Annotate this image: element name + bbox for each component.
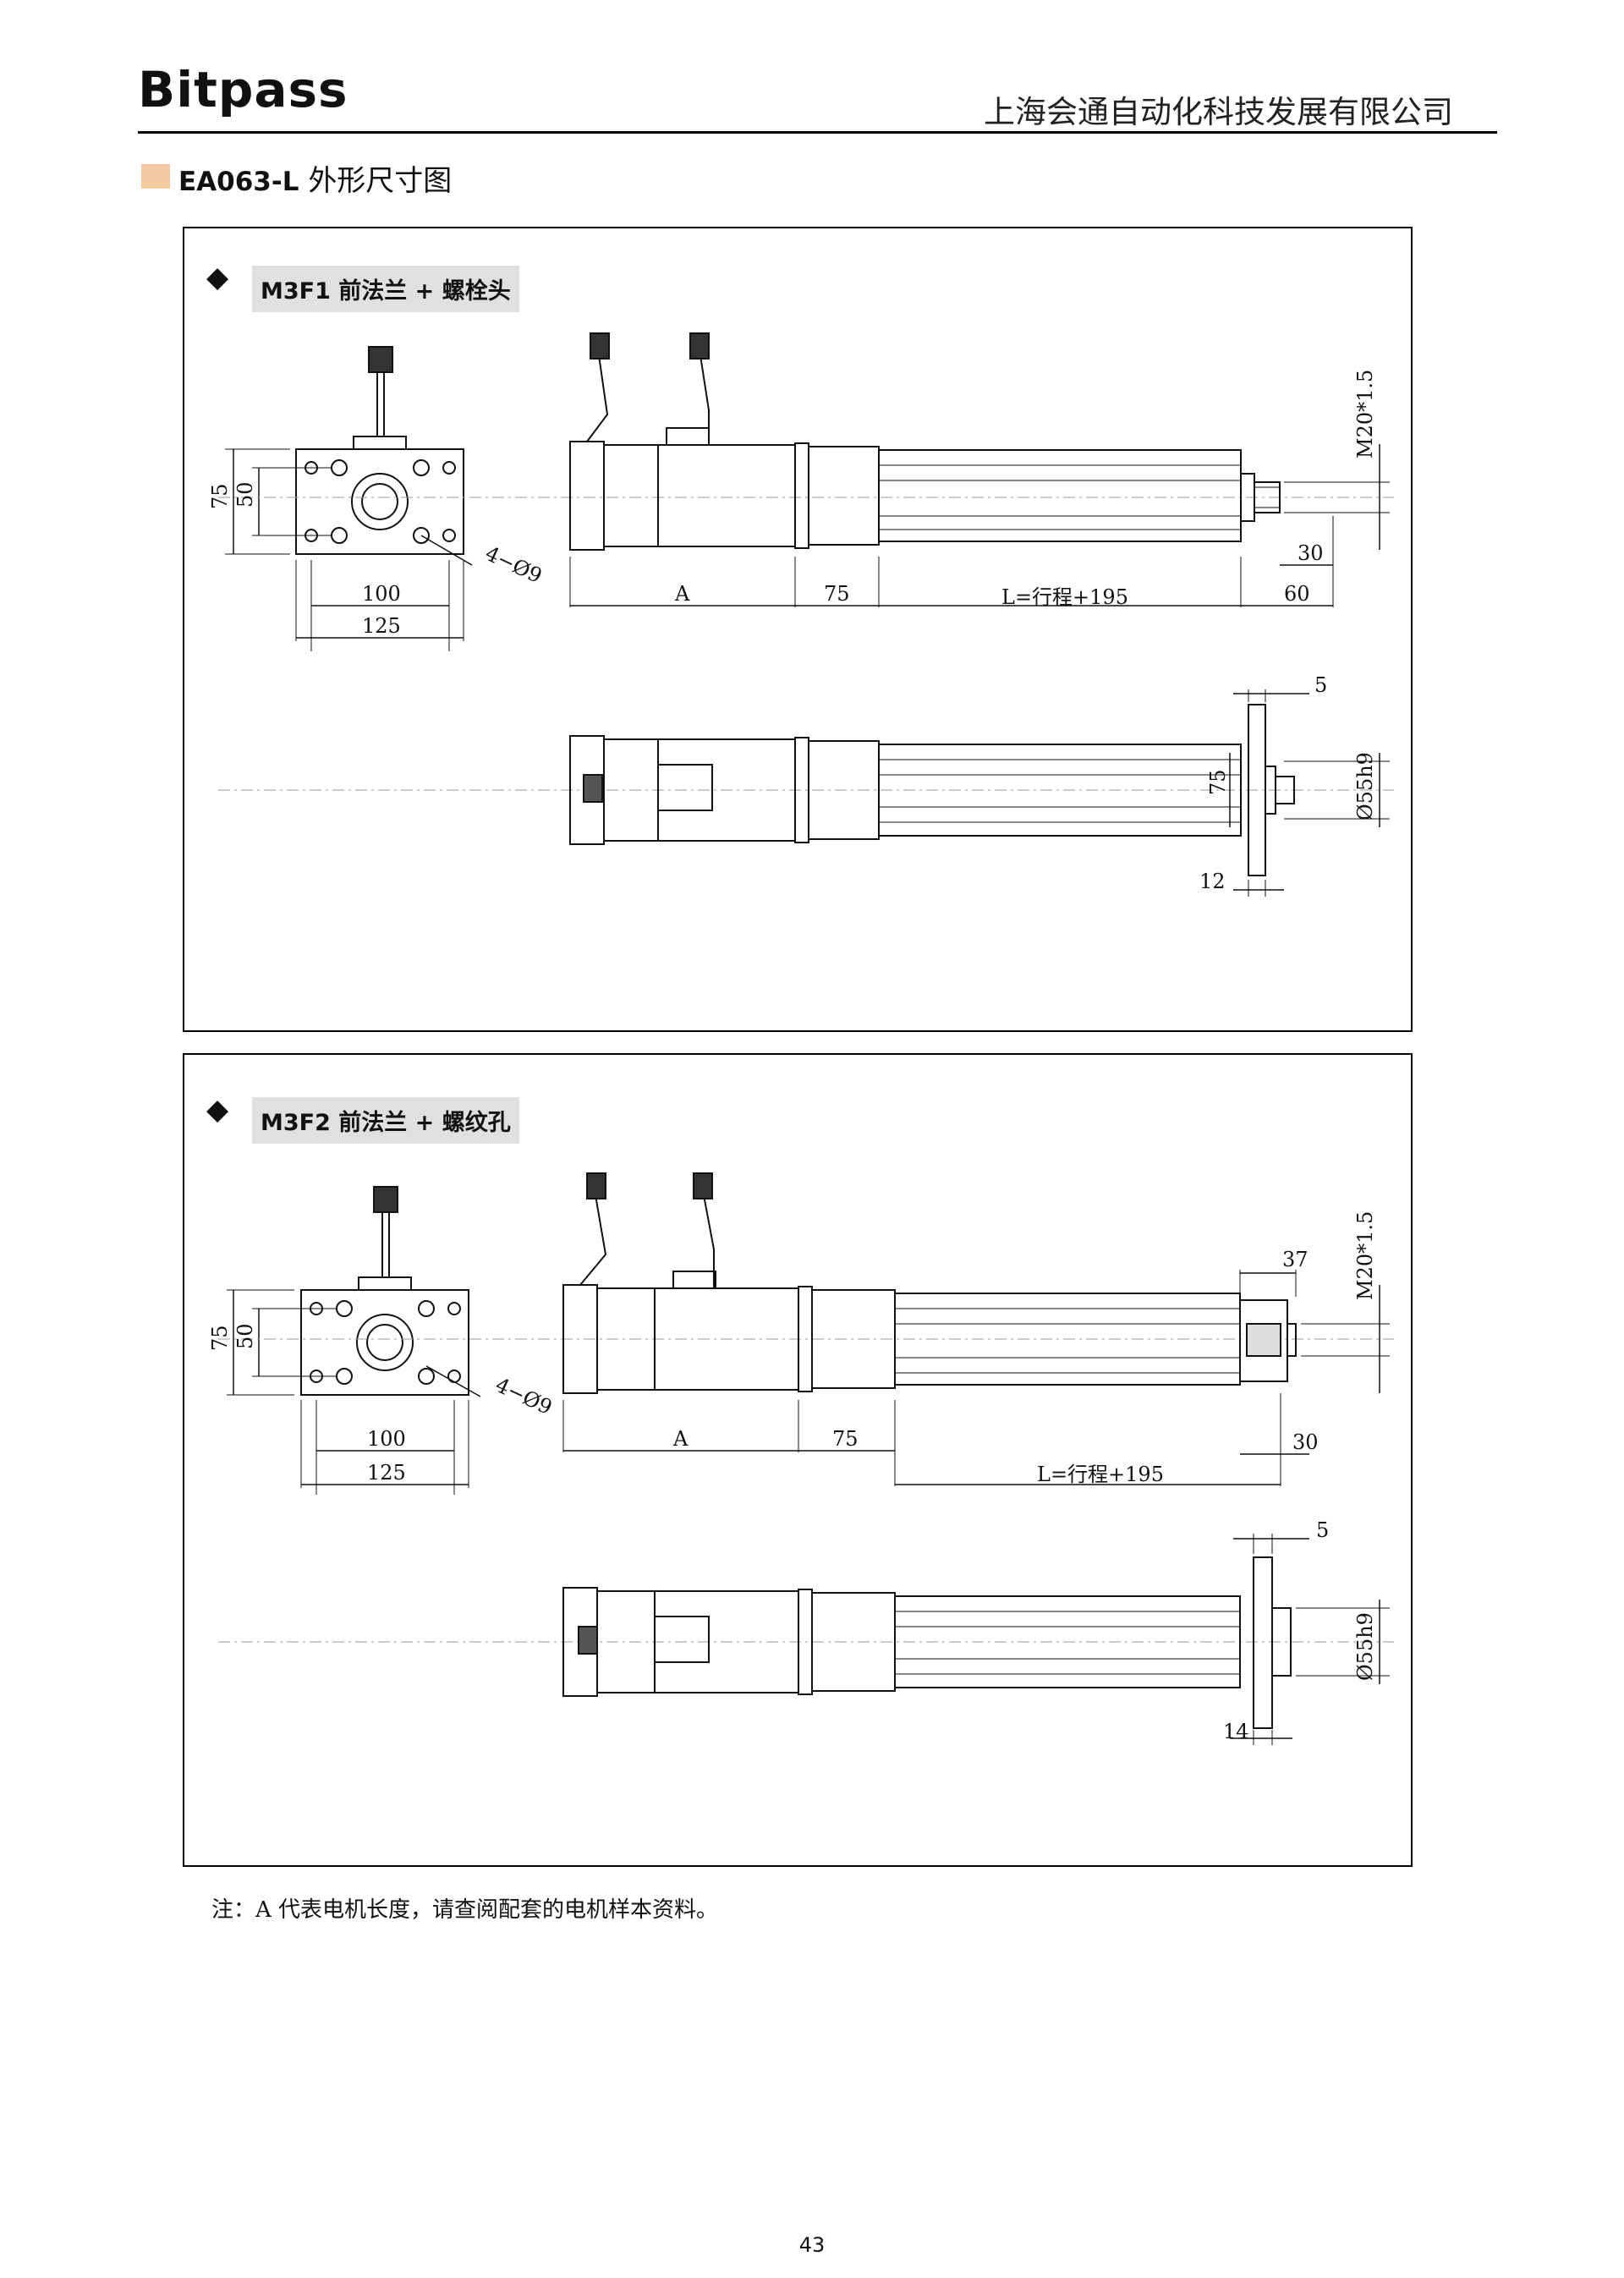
section-title-text: 外形尺寸图 (308, 164, 453, 198)
dim-holes: 4−Ø9 (491, 1373, 556, 1419)
dim-75: 75 (208, 1325, 232, 1351)
diamond-bullet-icon: ◆ (206, 261, 229, 294)
dim-A: A (674, 582, 690, 606)
dim-75-spacer: 75 (824, 582, 850, 606)
dim-holes: 4−Ø9 (481, 541, 546, 588)
dim-75-spacer: 75 (832, 1427, 859, 1451)
side-view-top (218, 1172, 1394, 1486)
dim-thread: M20*1.5 (1353, 1211, 1377, 1300)
dim-flange-75: 75 (1206, 769, 1230, 795)
dim-pilot: Ø55h9 (1353, 1612, 1377, 1681)
dim-75: 75 (208, 483, 232, 509)
dim-50: 50 (233, 1323, 257, 1349)
side-view-flange (218, 1534, 1394, 1745)
dim-125: 125 (362, 614, 401, 638)
dim-A: A (672, 1427, 689, 1451)
dim-thread: M20*1.5 (1353, 370, 1377, 458)
end-view (227, 1186, 481, 1495)
dim-pilot: Ø55h9 (1353, 752, 1377, 821)
dimension-drawing: 75 50 100 125 4−Ø9 A 75 L=行程+195 60 30 M… (208, 332, 1394, 897)
section-title: EA063-L 外形尺寸图 (178, 157, 452, 199)
variant-label: M3F2 前法兰 + 螺纹孔 (252, 1097, 519, 1144)
header-rule (138, 131, 1497, 134)
drawing-panel-m3f1: ◆ M3F1 前法兰 + 螺栓头 (183, 227, 1413, 1032)
side-view-top (218, 332, 1394, 607)
model-code: EA063-L (178, 167, 299, 197)
side-view-flange (218, 689, 1394, 897)
section-marker (141, 164, 170, 189)
dim-100: 100 (362, 582, 401, 606)
dim-125: 125 (367, 1461, 406, 1485)
dim-stroke-length: L=行程+195 (1037, 1463, 1164, 1486)
footnote: 注：A 代表电机长度，请查阅配套的电机样本资料。 (211, 1897, 719, 1923)
dim-12: 12 (1199, 870, 1226, 893)
variant-label: M3F1 前法兰 + 螺栓头 (252, 266, 519, 312)
end-view (225, 346, 473, 651)
dim-50: 50 (233, 481, 257, 508)
brand-logo: Bitpass (138, 61, 348, 118)
dim-30: 30 (1298, 541, 1324, 565)
dim-14: 14 (1223, 1720, 1249, 1743)
dimension-drawing: 75 50 100 125 4−Ø9 A 75 L=行程+195 37 30 M… (208, 1172, 1394, 1745)
company-name: 上海会通自动化科技发展有限公司 (984, 94, 1453, 130)
dim-100: 100 (367, 1427, 406, 1451)
dim-37: 37 (1282, 1248, 1309, 1271)
page-number: 43 (798, 2233, 826, 2257)
drawing-panel-m3f2: ◆ M3F2 前法兰 + 螺纹孔 (183, 1053, 1413, 1867)
dim-stroke-length: L=行程+195 (1001, 585, 1128, 609)
dim-30: 30 (1292, 1430, 1319, 1454)
diamond-bullet-icon: ◆ (206, 1093, 229, 1127)
dim-60: 60 (1284, 582, 1310, 606)
dim-5: 5 (1314, 673, 1327, 697)
dim-5: 5 (1316, 1518, 1329, 1542)
